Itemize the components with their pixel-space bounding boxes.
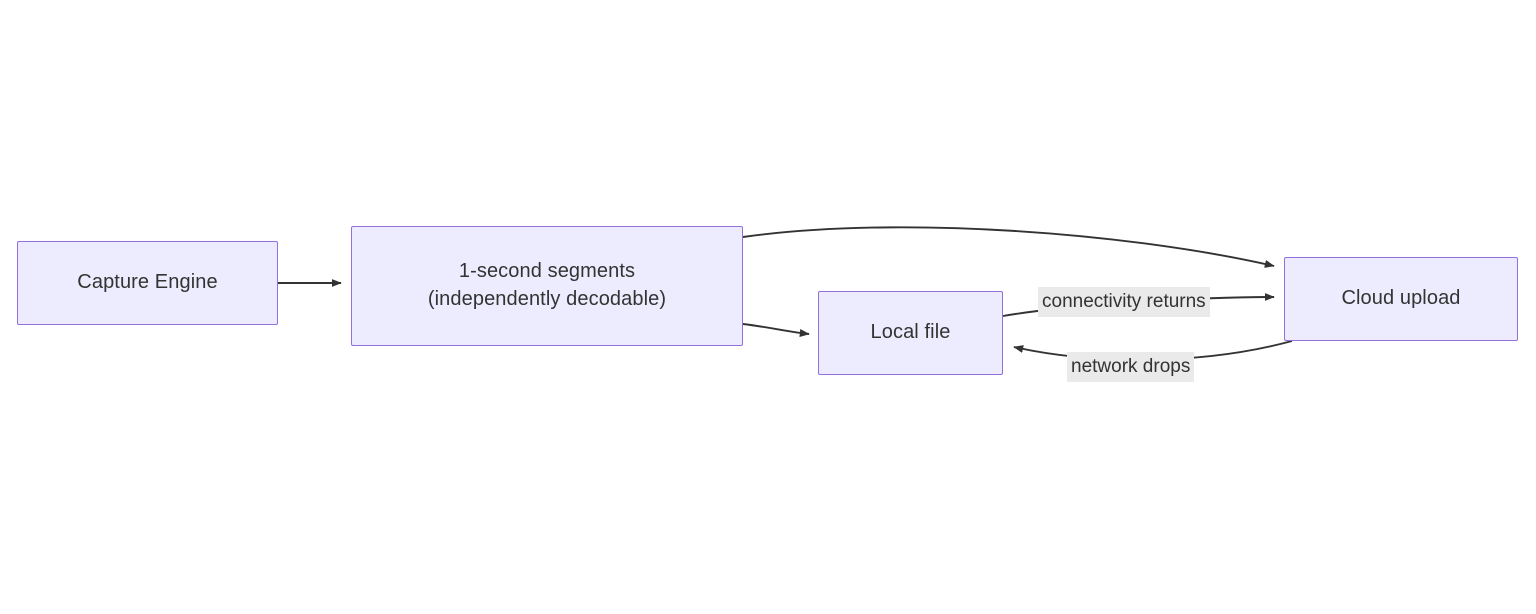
node-capture-engine[interactable]: Capture Engine bbox=[17, 241, 278, 325]
edge-segments-to-local bbox=[742, 323, 810, 338]
node-local-file[interactable]: Local file bbox=[818, 291, 1003, 375]
node-local-file-label: Local file bbox=[870, 321, 951, 344]
node-cloud-upload-label: Cloud upload bbox=[1341, 287, 1461, 310]
edge-segments-to-cloud bbox=[742, 226, 1275, 268]
node-cloud-upload[interactable]: Cloud upload bbox=[1284, 257, 1518, 341]
edge-label-network-drops: network drops bbox=[1067, 352, 1195, 382]
node-segments[interactable]: 1-second segments (independently decodab… bbox=[351, 226, 743, 346]
node-capture-engine-label: Capture Engine bbox=[77, 271, 218, 294]
node-segments-label: 1-second segments (independently decodab… bbox=[427, 260, 667, 310]
edge-label-connectivity-returns: connectivity returns bbox=[1038, 287, 1210, 317]
